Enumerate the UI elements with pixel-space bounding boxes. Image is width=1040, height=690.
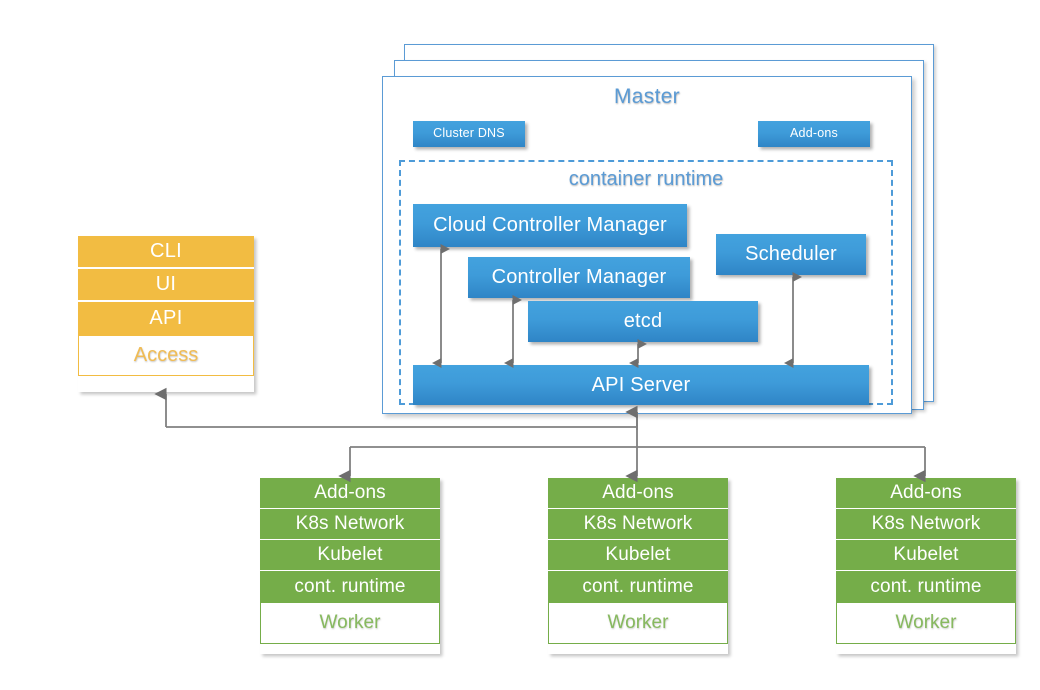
access-row-cli[interactable]: CLI bbox=[78, 236, 254, 269]
worker-3-row-kubelet-label: Kubelet bbox=[893, 544, 959, 565]
worker-2-row-kubelet-label: Kubelet bbox=[605, 544, 671, 565]
worker-1-row-addons-label: Add-ons bbox=[314, 482, 386, 503]
worker-3-footer-label: Worker bbox=[895, 612, 957, 633]
access-row-api[interactable]: API bbox=[78, 302, 254, 335]
master-title: Master bbox=[614, 85, 680, 108]
worker-3-row-k8s-network-label: K8s Network bbox=[871, 513, 981, 534]
controller-manager-box[interactable]: Controller Manager bbox=[468, 257, 690, 298]
cluster-dns-label: Cluster DNS bbox=[433, 126, 505, 141]
access-stack: CLI UI API Access bbox=[78, 236, 254, 392]
scheduler-box[interactable]: Scheduler bbox=[716, 234, 866, 275]
worker-3-row-kubelet[interactable]: Kubelet bbox=[836, 540, 1016, 571]
worker-1-row-k8s-network-label: K8s Network bbox=[295, 513, 405, 534]
worker-2-footer: Worker bbox=[548, 602, 728, 644]
worker-1-row-cont-runtime[interactable]: cont. runtime bbox=[260, 571, 440, 602]
access-row-cli-label: CLI bbox=[149, 240, 183, 262]
cloud-controller-manager-label: Cloud Controller Manager bbox=[433, 214, 667, 236]
access-row-api-label: API bbox=[149, 307, 183, 329]
master-panel: Master Cluster DNS Add-ons container run… bbox=[382, 76, 912, 414]
scheduler-label: Scheduler bbox=[745, 243, 837, 265]
worker-1-row-k8s-network[interactable]: K8s Network bbox=[260, 509, 440, 540]
worker-2-row-addons[interactable]: Add-ons bbox=[548, 478, 728, 509]
api-server-label: API Server bbox=[591, 373, 691, 396]
cluster-dns-box[interactable]: Cluster DNS bbox=[413, 121, 525, 147]
worker-1-row-cont-runtime-label: cont. runtime bbox=[294, 575, 406, 597]
worker-1-row-kubelet[interactable]: Kubelet bbox=[260, 540, 440, 571]
worker-3-row-cont-runtime[interactable]: cont. runtime bbox=[836, 571, 1016, 602]
cloud-controller-manager-box[interactable]: Cloud Controller Manager bbox=[413, 204, 687, 247]
worker-1-row-kubelet-label: Kubelet bbox=[317, 544, 383, 565]
worker-2-row-k8s-network[interactable]: K8s Network bbox=[548, 509, 728, 540]
worker-1-row-addons[interactable]: Add-ons bbox=[260, 478, 440, 509]
container-runtime-title: container runtime bbox=[568, 168, 724, 190]
etcd-box[interactable]: etcd bbox=[528, 301, 758, 342]
worker-node-2: Add-ons K8s Network Kubelet cont. runtim… bbox=[548, 478, 728, 654]
access-row-ui[interactable]: UI bbox=[78, 269, 254, 302]
worker-node-3: Add-ons K8s Network Kubelet cont. runtim… bbox=[836, 478, 1016, 654]
worker-1-footer: Worker bbox=[260, 602, 440, 644]
access-footer-label: Access bbox=[133, 344, 199, 366]
access-row-ui-label: UI bbox=[155, 273, 177, 295]
controller-manager-label: Controller Manager bbox=[491, 266, 667, 288]
worker-3-row-cont-runtime-label: cont. runtime bbox=[870, 575, 982, 597]
worker-node-1: Add-ons K8s Network Kubelet cont. runtim… bbox=[260, 478, 440, 654]
worker-3-footer: Worker bbox=[836, 602, 1016, 644]
worker-2-row-cont-runtime-label: cont. runtime bbox=[582, 575, 694, 597]
worker-2-row-addons-label: Add-ons bbox=[602, 482, 674, 503]
worker-3-row-addons-label: Add-ons bbox=[890, 482, 962, 503]
worker-2-row-cont-runtime[interactable]: cont. runtime bbox=[548, 571, 728, 602]
worker-2-footer-label: Worker bbox=[607, 612, 669, 633]
worker-2-row-k8s-network-label: K8s Network bbox=[583, 513, 693, 534]
master-addons-label: Add-ons bbox=[790, 126, 838, 141]
api-server-box[interactable]: API Server bbox=[413, 365, 869, 405]
worker-3-row-addons[interactable]: Add-ons bbox=[836, 478, 1016, 509]
worker-3-row-k8s-network[interactable]: K8s Network bbox=[836, 509, 1016, 540]
worker-2-row-kubelet[interactable]: Kubelet bbox=[548, 540, 728, 571]
access-footer: Access bbox=[78, 335, 254, 376]
worker-1-footer-label: Worker bbox=[319, 612, 381, 633]
master-addons-box[interactable]: Add-ons bbox=[758, 121, 870, 147]
etcd-label: etcd bbox=[623, 310, 663, 332]
